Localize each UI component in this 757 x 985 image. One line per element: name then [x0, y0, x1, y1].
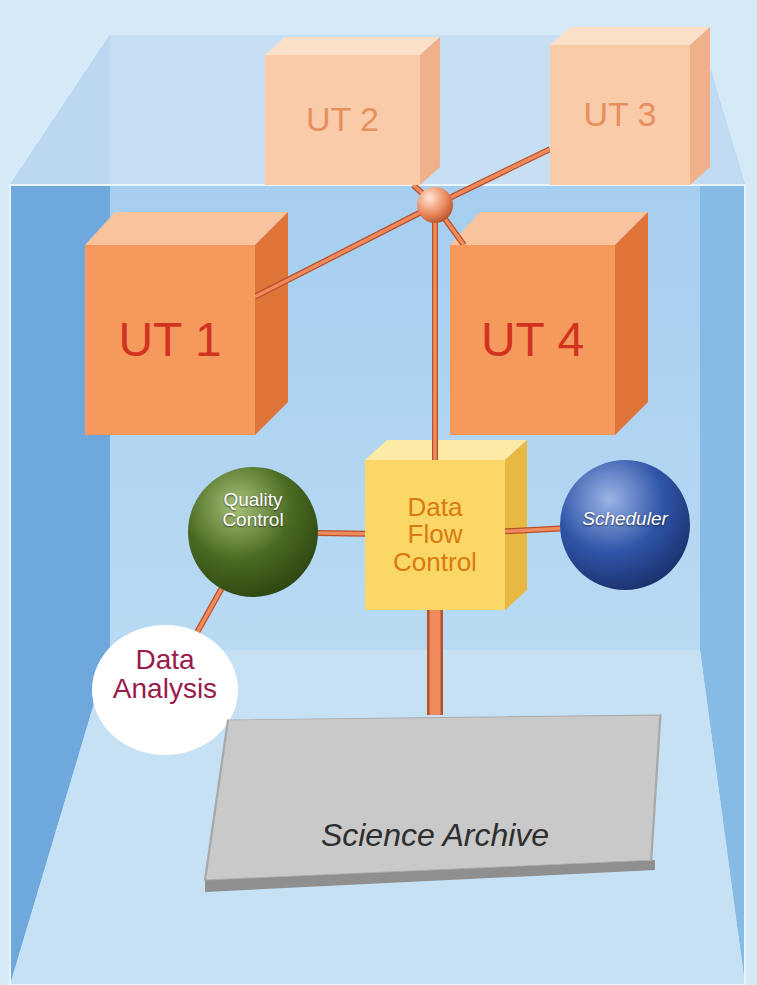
link-rod: [505, 528, 560, 531]
link-rod: [413, 185, 435, 460]
archive-slab-shape: [205, 715, 665, 880]
node-label: Data Flow Control: [387, 494, 483, 576]
node-label: Scheduler: [582, 509, 668, 529]
cube-side: [505, 440, 527, 610]
node-label: Quality Control: [214, 490, 292, 530]
node-label: UT 2: [306, 102, 379, 138]
hub-sphere: [417, 187, 453, 223]
node-label: UT 3: [583, 97, 656, 133]
analysis-disc: Data Analysis: [92, 625, 238, 755]
cube-side: [255, 212, 288, 435]
telescope-cube: UT 4: [450, 245, 615, 435]
cube-side: [690, 27, 710, 185]
cube-side: [420, 37, 440, 185]
telescope-cube: UT 3: [550, 45, 690, 185]
cube-side: [615, 212, 648, 435]
node-label: Science Archive: [321, 819, 549, 853]
archive-rod: [435, 610, 436, 715]
node-label: Data Analysis: [103, 645, 227, 704]
telescope-cube: UT 1: [85, 245, 255, 435]
link-rod: [318, 533, 365, 535]
telescope-cube: UT 2: [265, 55, 420, 185]
front-frame: [10, 185, 745, 985]
cube-top: [265, 37, 440, 55]
cube-top: [550, 27, 710, 45]
node-label: UT 1: [118, 315, 221, 365]
scheduler-sphere: Scheduler: [560, 460, 690, 590]
archive-slab: Science Archive: [205, 715, 665, 880]
node-label: UT 4: [481, 315, 584, 365]
cube-top: [365, 440, 527, 460]
link-rod: [255, 205, 435, 460]
quality-sphere: Quality Control: [188, 467, 318, 597]
cube-top: [85, 212, 288, 245]
dataflow-cube: Data Flow Control: [365, 460, 505, 610]
ceiling: [10, 35, 745, 185]
link-rod: [197, 589, 221, 632]
cube-top: [450, 212, 648, 245]
quality-sphere-shape: [188, 467, 318, 597]
